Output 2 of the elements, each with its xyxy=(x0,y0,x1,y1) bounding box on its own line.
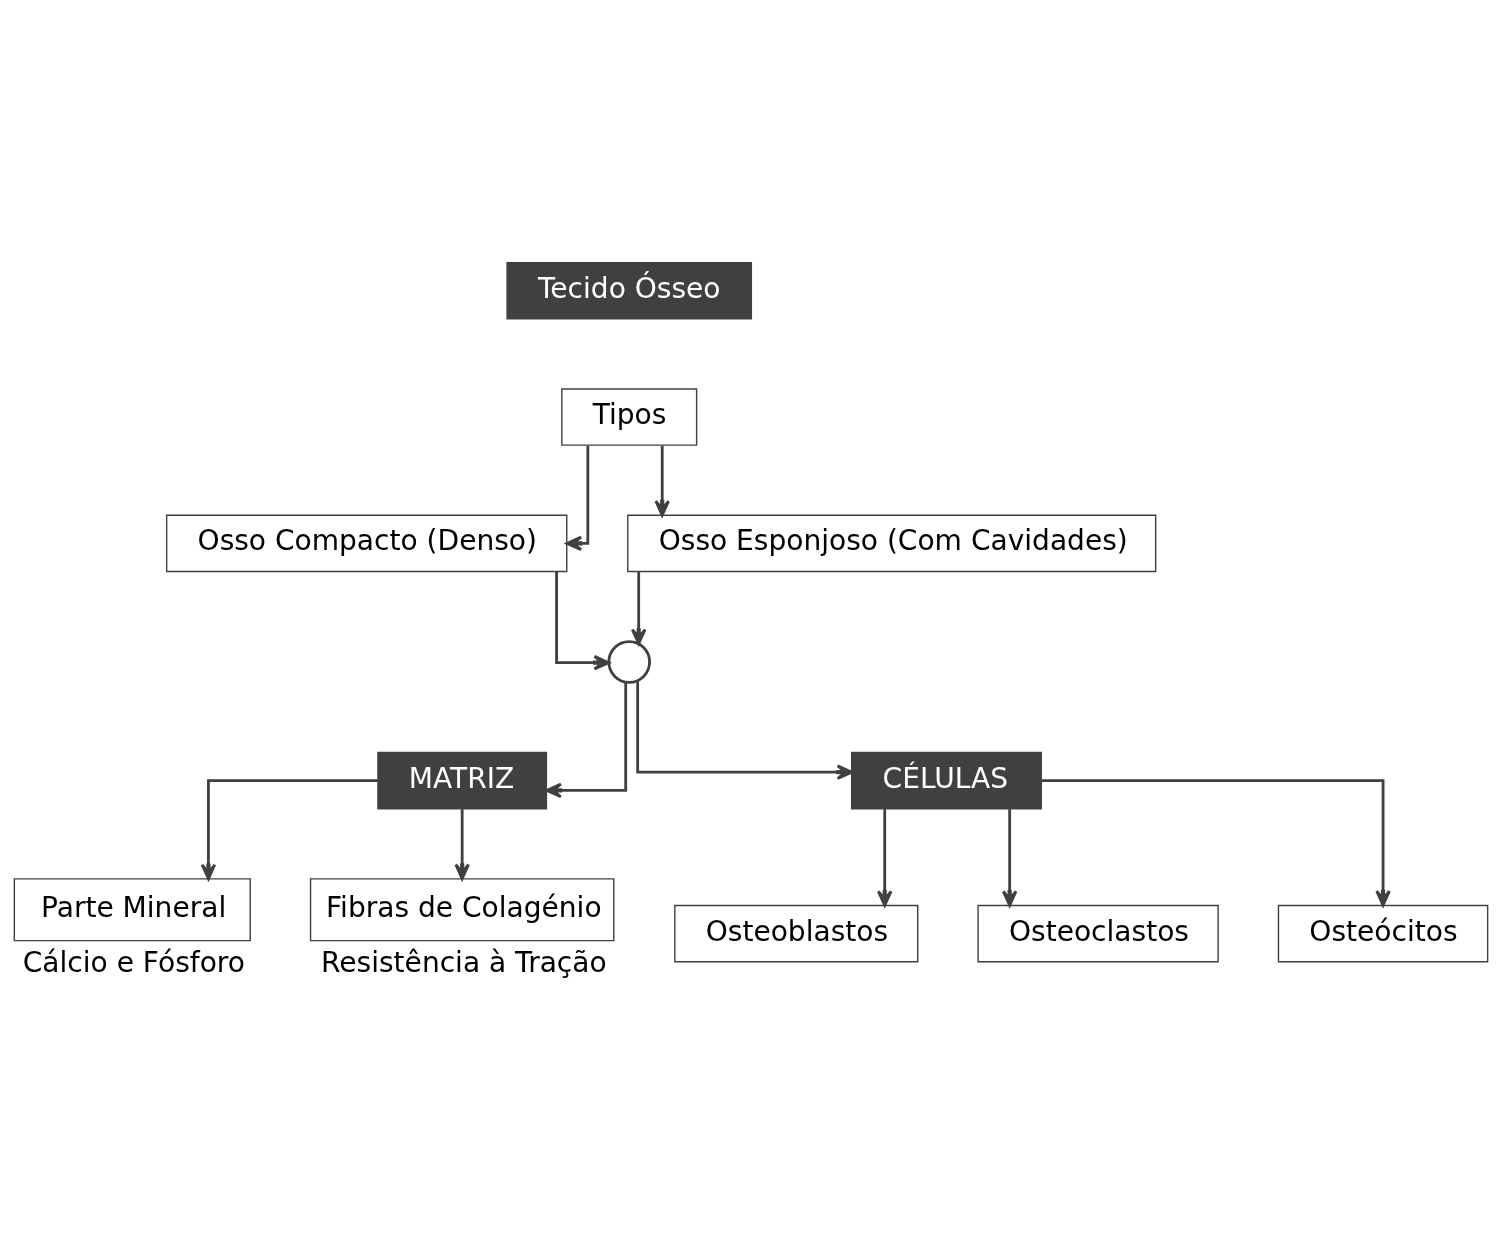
node-label: Cálcio e Fósforo xyxy=(22,945,245,979)
node-label: Resistência à Tração xyxy=(321,945,607,979)
